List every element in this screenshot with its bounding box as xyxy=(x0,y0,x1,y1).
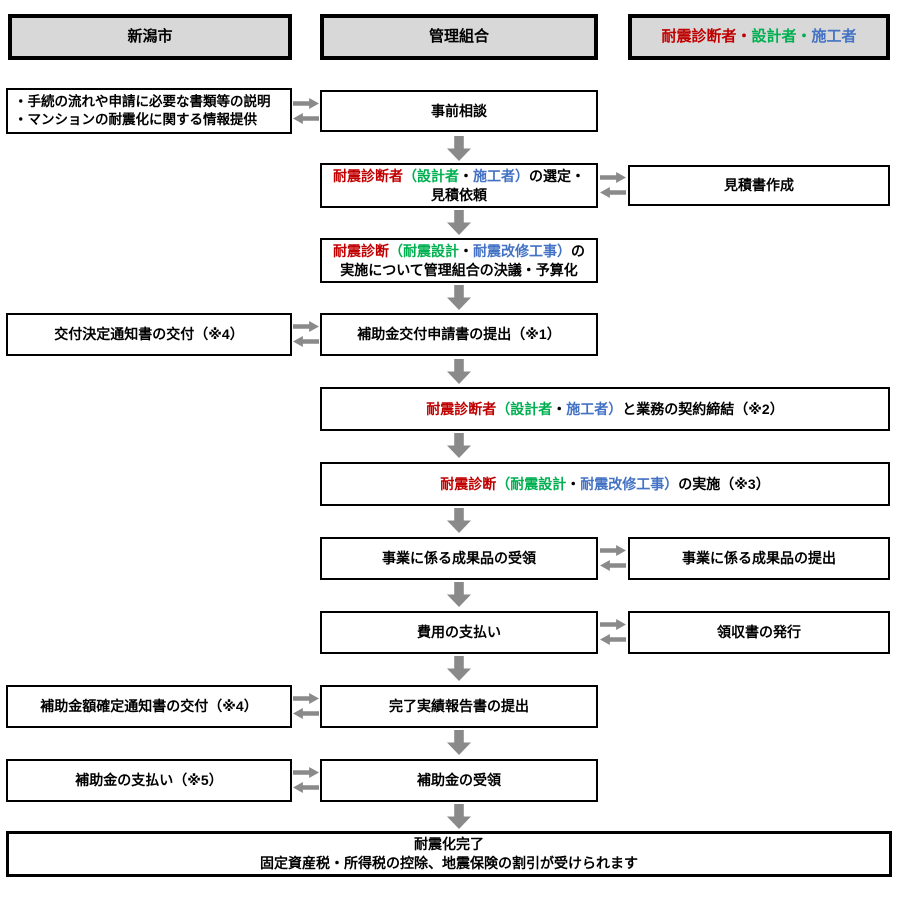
arrow-left-icon xyxy=(600,187,626,198)
node-contract-conclusion: 耐震診断者（設計者・施工者）と業務の契約締結（※2） xyxy=(320,387,890,431)
arrow-pair xyxy=(293,693,319,719)
arrow-pair xyxy=(293,321,319,347)
text-line: 耐震診断者（設計者・施工者）と業務の契約締結（※2） xyxy=(426,400,784,417)
text-line: 新潟市 xyxy=(127,27,173,45)
text-line: 耐震診断（耐震設計・耐震改修工事）の実施（※3） xyxy=(440,475,770,492)
text-line: 耐震診断者・設計者・施工者 xyxy=(661,27,857,45)
arrow-down-icon xyxy=(447,582,471,607)
node-receipt-issue: 領収書の発行 xyxy=(628,611,890,654)
arrow-pair xyxy=(600,545,626,571)
text-line: 実施について管理組合の決議・予算化 xyxy=(340,261,578,278)
text-line: 事業に係る成果品の受領 xyxy=(382,550,536,567)
header-management-union: 管理組合 xyxy=(320,14,598,60)
text-line: 固定資産税・所得税の控除、地震保険の割引が受けられます xyxy=(260,855,638,871)
arrow-right-icon xyxy=(293,693,319,704)
node-cost-payment: 費用の支払い xyxy=(320,611,598,654)
node-preconsult: 事前相談 xyxy=(320,90,598,132)
arrow-left-icon xyxy=(293,708,319,719)
node-completion-report: 完了実績報告書の提出 xyxy=(320,685,598,728)
node-resolution-budget: 耐震診断（耐震設計・耐震改修工事）の実施について管理組合の決議・予算化 xyxy=(320,238,598,283)
arrow-down-icon xyxy=(447,730,471,755)
arrow-down-icon xyxy=(447,656,471,681)
arrow-left-icon xyxy=(293,113,319,124)
arrow-right-icon xyxy=(600,545,626,556)
node-completion-final: 耐震化完了固定資産税・所得税の控除、地震保険の割引が受けられます xyxy=(6,831,892,877)
node-grant-application: 補助金交付申請書の提出（※1） xyxy=(320,313,598,356)
text-line: 事前相談 xyxy=(431,102,487,119)
node-vendor-selection: 耐震診断者（設計者・施工者）の選定・見積依頼 xyxy=(320,163,598,208)
arrow-pair xyxy=(293,767,319,793)
arrow-down-icon xyxy=(447,508,471,533)
arrow-down-icon xyxy=(447,136,471,161)
text-line: 補助金交付申請書の提出（※1） xyxy=(357,326,561,343)
header-diagnoser-designer-contractor: 耐震診断者・設計者・施工者 xyxy=(628,14,890,60)
arrow-left-icon xyxy=(293,782,319,793)
arrow-left-icon xyxy=(600,560,626,571)
text-line: 耐震化完了 xyxy=(414,836,484,853)
arrow-right-icon xyxy=(293,98,319,109)
arrow-down-icon xyxy=(447,804,471,829)
text-line: 完了実績報告書の提出 xyxy=(389,698,529,715)
arrow-right-icon xyxy=(293,321,319,332)
arrow-right-icon xyxy=(293,767,319,778)
text-line: 耐震診断者（設計者・施工者）の選定・ xyxy=(333,167,585,184)
text-line: 補助金の受領 xyxy=(417,772,501,789)
text-line: ・マンションの耐震化に関する情報提供 xyxy=(14,112,257,127)
arrow-pair xyxy=(600,619,626,645)
text-line: 補助金の支払い（※5） xyxy=(75,772,223,789)
node-deliverables-submit: 事業に係る成果品の提出 xyxy=(628,537,890,580)
text-line: 事業に係る成果品の提出 xyxy=(682,550,836,567)
header-niigata-city: 新潟市 xyxy=(8,14,292,60)
text-line: 耐震診断（耐震設計・耐震改修工事）の xyxy=(333,242,585,259)
arrow-down-icon xyxy=(447,210,471,235)
text-line: 費用の支払い xyxy=(417,624,501,641)
node-preconsult-info: ・手続の流れや申請に必要な書類等の説明・マンションの耐震化に関する情報提供 xyxy=(6,88,292,134)
node-diagnosis-implementation: 耐震診断（耐震設計・耐震改修工事）の実施（※3） xyxy=(320,462,890,506)
text-line: 交付決定通知書の交付（※4） xyxy=(54,326,244,343)
arrow-left-icon xyxy=(600,634,626,645)
node-amount-confirm-notice: 補助金額確定通知書の交付（※4） xyxy=(6,685,292,728)
text-line: 管理組合 xyxy=(428,27,489,45)
text-line: 補助金額確定通知書の交付（※4） xyxy=(40,698,258,715)
node-deliverables-receive: 事業に係る成果品の受領 xyxy=(320,537,598,580)
node-subsidy-receive: 補助金の受領 xyxy=(320,759,598,802)
arrow-pair xyxy=(600,172,626,198)
text-line: 領収書の発行 xyxy=(717,624,801,641)
arrow-left-icon xyxy=(293,336,319,347)
node-subsidy-payment: 補助金の支払い（※5） xyxy=(6,759,292,802)
text-line: ・手続の流れや申請に必要な書類等の説明 xyxy=(14,93,271,109)
text-line: 見積依頼 xyxy=(431,186,487,203)
arrow-down-icon xyxy=(447,285,471,310)
arrow-right-icon xyxy=(600,619,626,630)
arrow-down-icon xyxy=(447,433,471,458)
arrow-down-icon xyxy=(447,359,471,384)
arrow-pair xyxy=(293,98,319,124)
node-estimate-creation: 見積書作成 xyxy=(628,165,890,206)
node-grant-decision-notice: 交付決定通知書の交付（※4） xyxy=(6,313,292,356)
text-line: 見積書作成 xyxy=(724,177,794,194)
arrow-right-icon xyxy=(600,172,626,183)
